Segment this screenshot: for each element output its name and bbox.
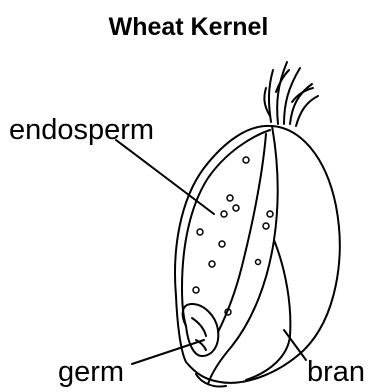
- endosperm-outline: [182, 130, 270, 326]
- endosperm-label: endosperm: [9, 114, 154, 146]
- germ-leader-line: [132, 340, 204, 364]
- endosperm-leader-line: [116, 140, 214, 214]
- bran-label: bran: [307, 356, 365, 388]
- kernel-outer-shell: [175, 126, 340, 383]
- germ-label: germ: [58, 356, 124, 388]
- kernel-crease-inner: [218, 134, 266, 332]
- germ-embryo: [183, 304, 219, 356]
- bran-fold: [246, 240, 290, 380]
- kernel-brush-hairs: [264, 62, 318, 126]
- kernel-crease: [232, 126, 278, 346]
